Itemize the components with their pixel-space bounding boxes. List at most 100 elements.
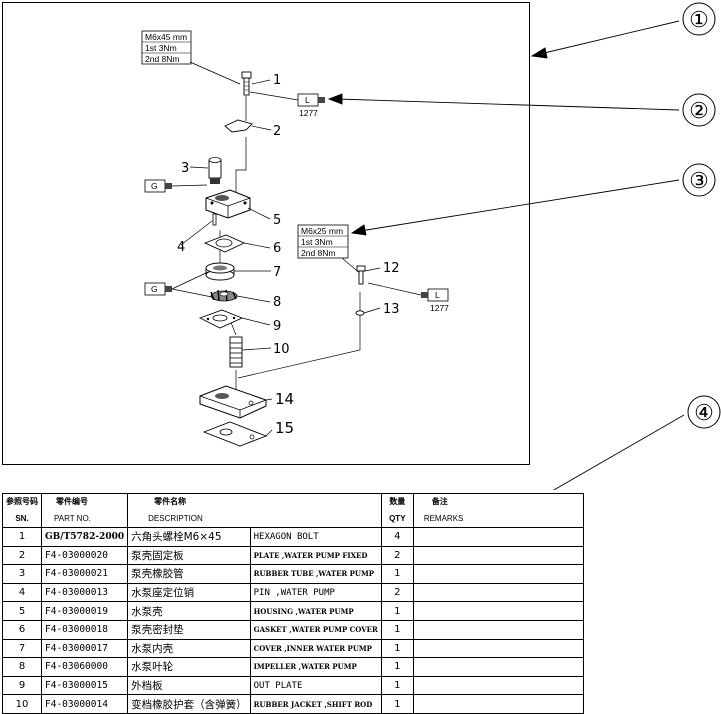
item-number-6: 6 <box>273 241 281 256</box>
loctite-letter-2: L <box>435 290 440 300</box>
item-number-1: 1 <box>273 73 281 88</box>
row-name-cn: 六角头螺栓M6×45 <box>127 527 251 547</box>
table-header-cn: 参照号码 零件编号 零件名称 数量 备注 <box>2 493 584 509</box>
spec-2-size: M6x25 mm <box>301 226 343 236</box>
row-remarks <box>412 675 584 696</box>
row-remarks <box>412 657 584 677</box>
row-part-no: F4-03000018 <box>40 619 129 640</box>
item-number-7: 7 <box>273 265 281 280</box>
row-part-no: F4-03000019 <box>40 601 129 621</box>
rubber-tube-drawing <box>208 157 222 184</box>
grease-tag-1: G <box>144 179 208 193</box>
row-name-cn: 外档板 <box>127 675 251 696</box>
row-name-cn: 泵壳橡胶管 <box>127 564 251 584</box>
row-remarks <box>412 619 584 640</box>
row-sn: 8 <box>2 657 42 677</box>
callout-2: ② <box>689 99 709 124</box>
row-remarks <box>412 527 584 547</box>
grease-letter-1: G <box>151 181 158 191</box>
row-sn: 4 <box>2 582 42 603</box>
item-number-14: 14 <box>275 390 294 408</box>
row-part-no: F4-03060000 <box>40 657 129 677</box>
callout-arrows <box>327 20 685 490</box>
spec-2-torque-1: 1st 3Nm <box>301 237 333 247</box>
row-remarks <box>412 564 584 584</box>
row-name-cn: 水泵叶轮 <box>127 657 251 677</box>
bottom-gasket-drawing <box>202 421 268 447</box>
row-name-cn: 泵壳固定板 <box>127 545 251 566</box>
loctite-tag-1: L 1277 <box>249 91 325 118</box>
row-remarks <box>412 601 584 621</box>
row-qty: 2 <box>380 582 414 603</box>
item-number-5: 5 <box>273 213 281 228</box>
item-number-2: 2 <box>273 124 281 139</box>
spec-1-size: M6x45 mm <box>145 32 187 42</box>
torque-spec-box-2: M6x25 mm 1st 3Nm 2nd 8Nm <box>297 224 349 259</box>
impeller-drawing <box>210 289 238 302</box>
row-qty: 1 <box>380 694 414 714</box>
row-name-cn: 水泵座定位销 <box>127 582 251 603</box>
callout-3: ③ <box>689 169 709 194</box>
row-name-cn: 泵壳密封垫 <box>127 619 251 640</box>
item-number-labels: 1 2 3 4 5 6 7 8 9 10 12 13 14 15 <box>177 73 400 437</box>
row-remarks <box>412 582 584 603</box>
loctite-tag-2: L 1277 <box>367 282 449 313</box>
callout-4: ④ <box>694 401 714 426</box>
row-qty: 1 <box>380 638 414 659</box>
row-name-en: IMPELLER ,WATER PUMP <box>249 657 382 677</box>
row-qty: 1 <box>380 564 414 584</box>
row-part-no: F4-03000021 <box>40 564 129 584</box>
header-description-cn: 零件名称 <box>127 493 382 509</box>
gasket-drawing <box>203 234 246 253</box>
washer-drawing <box>355 310 365 316</box>
item-number-13: 13 <box>383 302 400 317</box>
loctite-code-2: 1277 <box>430 303 449 313</box>
header-qty-en: QTY <box>380 509 414 528</box>
grease-letter-2: G <box>151 284 158 294</box>
out-plate-drawing <box>198 309 244 329</box>
row-name-en: PIN ,WATER PUMP <box>249 582 382 603</box>
item-number-10: 10 <box>273 342 290 357</box>
row-sn: 5 <box>2 601 42 621</box>
row-name-en: HEXAGON BOLT <box>249 527 382 547</box>
loctite-letter-1: L <box>305 95 310 105</box>
row-name-cn: 水泵壳 <box>127 601 251 621</box>
header-description-en: DESCRIPTION <box>127 509 382 528</box>
row-name-en: HOUSING ,WATER PUMP <box>249 601 382 621</box>
header-remarks-en: REMARKS <box>412 509 584 528</box>
torque-spec-box-1: M6x45 mm 1st 3Nm 2nd 8Nm <box>141 30 192 65</box>
row-part-no: F4-03000013 <box>40 582 129 603</box>
item-number-4: 4 <box>177 240 185 255</box>
spec-2-torque-2: 2nd 8Nm <box>301 248 336 258</box>
row-name-cn: 变档橡胶护套（含弹簧） <box>127 694 251 714</box>
row-remarks <box>412 638 584 659</box>
row-part-no: F4-03000020 <box>40 545 129 566</box>
header-qty-cn: 数量 <box>380 493 414 509</box>
header-partno-en: PART NO. <box>40 509 129 528</box>
row-name-en: COVER ,INNER WATER PUMP <box>249 638 382 659</box>
number-leaders <box>180 79 381 437</box>
row-sn: 2 <box>2 545 42 566</box>
item-number-12: 12 <box>383 261 400 276</box>
hexagon-bolt-drawing <box>241 71 252 96</box>
spec-1-torque-2: 2nd 8Nm <box>145 54 180 64</box>
row-sn: 7 <box>2 638 42 659</box>
row-qty: 1 <box>380 657 414 677</box>
exploded-diagram: M6x45 mm 1st 3Nm 2nd 8Nm M6x25 mm 1st 3N… <box>2 2 721 490</box>
item-number-15: 15 <box>275 419 294 437</box>
callout-circles: ① ② ③ ④ <box>682 2 721 429</box>
spec-1-torque-1: 1st 3Nm <box>145 43 177 53</box>
rubber-jacket-drawing <box>229 336 243 368</box>
small-bolt-drawing <box>356 265 366 285</box>
header-sn-en: SN. <box>2 509 42 528</box>
fixed-plate-drawing <box>224 119 253 133</box>
row-sn: 3 <box>2 564 42 584</box>
